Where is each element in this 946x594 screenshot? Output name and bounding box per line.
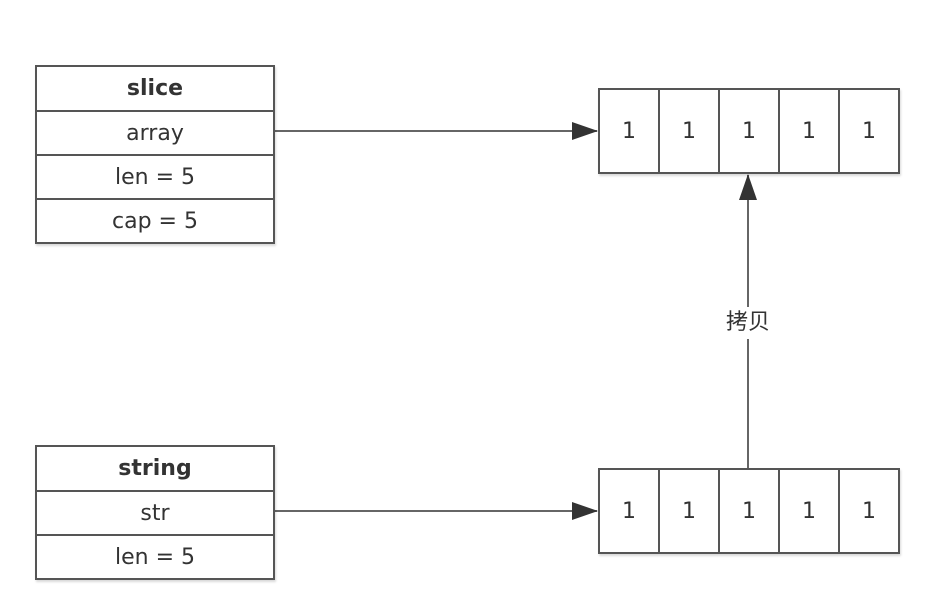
string-title: string <box>118 456 192 481</box>
array-cell: 1 <box>718 470 778 552</box>
slice-backing-array: 1 1 1 1 1 <box>598 88 900 174</box>
array-cell: 1 <box>718 90 778 172</box>
string-field-len: len = 5 <box>37 534 273 578</box>
array-cell: 1 <box>778 90 838 172</box>
array-cell: 1 <box>622 498 636 524</box>
slice-field-cap: cap = 5 <box>37 198 273 242</box>
array-cell: 1 <box>778 470 838 552</box>
array-cell: 1 <box>838 90 898 172</box>
array-cell: 1 <box>622 118 636 144</box>
slice-field-len: len = 5 <box>37 154 273 198</box>
slice-title: slice <box>126 76 184 101</box>
string-struct: string str len = 5 <box>35 445 275 580</box>
slice-field-array: array <box>37 110 273 154</box>
copy-label: 拷贝 <box>708 307 788 339</box>
slice-struct: slice array len = 5 cap = 5 <box>35 65 275 244</box>
string-field-str: str <box>37 490 273 534</box>
array-cell: 1 <box>658 470 718 552</box>
array-cell: 1 <box>838 470 898 552</box>
array-cell: 1 <box>658 90 718 172</box>
string-backing-array: 1 1 1 1 1 <box>598 468 900 554</box>
